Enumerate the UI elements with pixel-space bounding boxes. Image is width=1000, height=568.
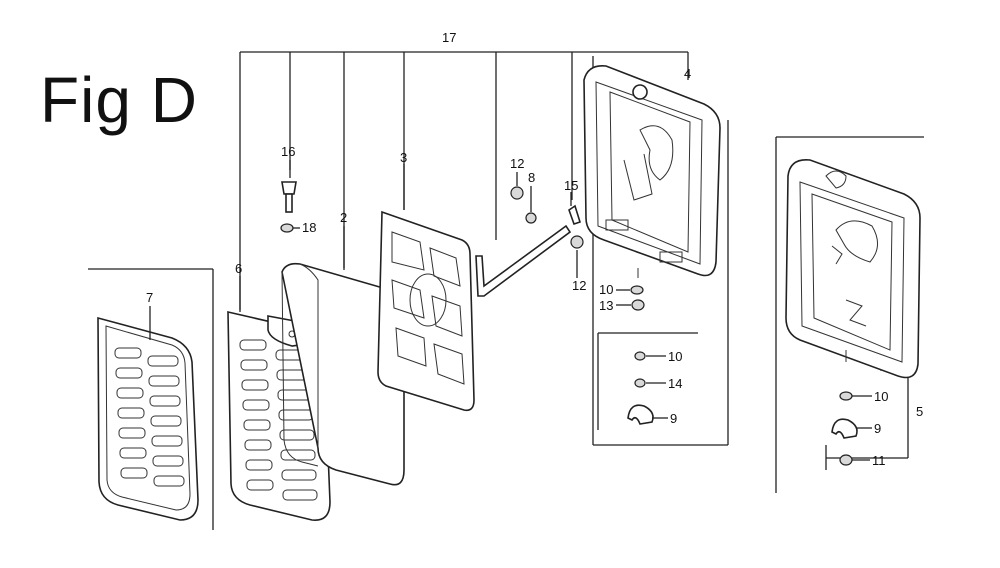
callout-13: 13 [599,298,613,313]
callout-16: 16 [281,144,295,159]
callout-12b: 12 [572,278,586,293]
callout-9b: 9 [874,421,881,436]
gasket-3 [377,210,475,412]
callout-18: 18 [302,220,316,235]
callout-11: 11 [872,453,886,468]
bracket-9b [831,418,858,439]
washer-14 [634,378,646,388]
breather-rod [475,224,572,297]
nut-8 [525,212,537,224]
callout-7: 7 [146,290,153,305]
bracket-17 [239,51,689,310]
washer-10a [630,285,644,295]
washer-18 [280,223,294,233]
callout-15: 15 [564,178,578,193]
callout-2: 2 [340,210,347,225]
callout-17: 17 [442,30,456,45]
callout-3: 3 [400,150,407,165]
callout-10a: 10 [599,282,613,297]
figure-title: Fig D [40,64,198,136]
callout-4: 4 [684,66,691,81]
grille-cover-7 [97,316,199,521]
filter-element-2 [281,262,405,486]
washer-10b [634,351,646,361]
callout-14: 14 [668,376,682,391]
bracket-7 [88,268,214,530]
nut-11 [839,454,853,466]
leader-lines [149,160,872,461]
grommet-12a [510,186,524,200]
callout-9a: 9 [670,411,677,426]
callout-10b: 10 [668,349,682,364]
washer-10c [839,391,853,401]
grommet-12b [570,235,584,249]
bracket-9a [627,404,654,425]
callout-12a: 12 [510,156,524,171]
clip-15 [568,204,581,226]
callout-5: 5 [916,404,923,419]
callout-6: 6 [235,261,242,276]
callout-10c: 10 [874,389,888,404]
bolt-16 [281,181,297,213]
callout-8: 8 [528,170,535,185]
air-cleaner-case-4 [583,64,721,278]
nut-13 [631,299,645,311]
air-cleaner-case-5 [785,159,921,379]
